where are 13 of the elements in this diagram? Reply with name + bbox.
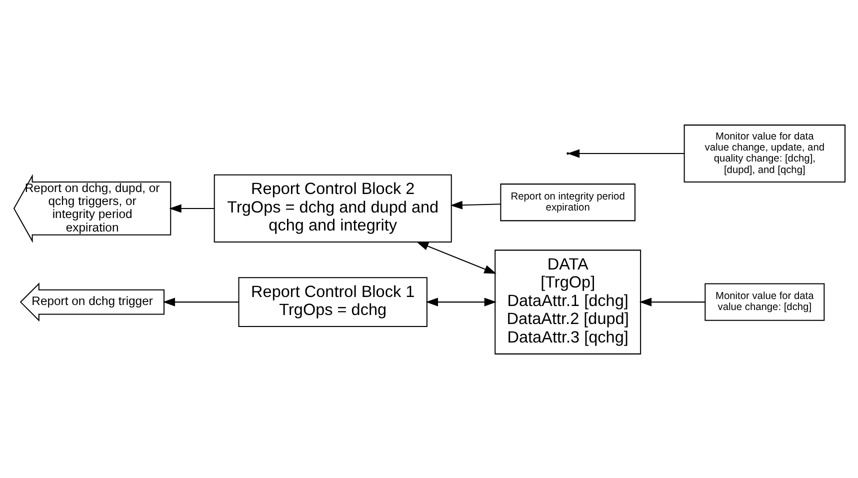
arrow bbox=[450, 200, 500, 209]
node-box: Report Control Block 1 TrgOps = dchg bbox=[238, 276, 427, 326]
arrow bbox=[566, 148, 684, 158]
arrow bbox=[168, 204, 214, 212]
arrow bbox=[162, 297, 238, 306]
arrow bbox=[638, 297, 704, 306]
node-box: Report on integrity period expiration bbox=[500, 183, 635, 221]
arrow bbox=[425, 297, 496, 306]
node-box: Report Control Block 2 TrgOps = dchg and dupd and qchg and integrity bbox=[213, 174, 452, 242]
node-box: DATA [TrgOp] DataAttr.1 [dchg] DataAttr.2 [dupd] DataAttr.3 [qchg] bbox=[494, 249, 641, 354]
node-box: Monitor value for data value change, update, and quality change: [dchg], [dupd], and [qchg] bbox=[683, 124, 846, 182]
node-box: Monitor value for data value change: [dchg] bbox=[704, 282, 824, 320]
arrow bbox=[416, 241, 496, 274]
